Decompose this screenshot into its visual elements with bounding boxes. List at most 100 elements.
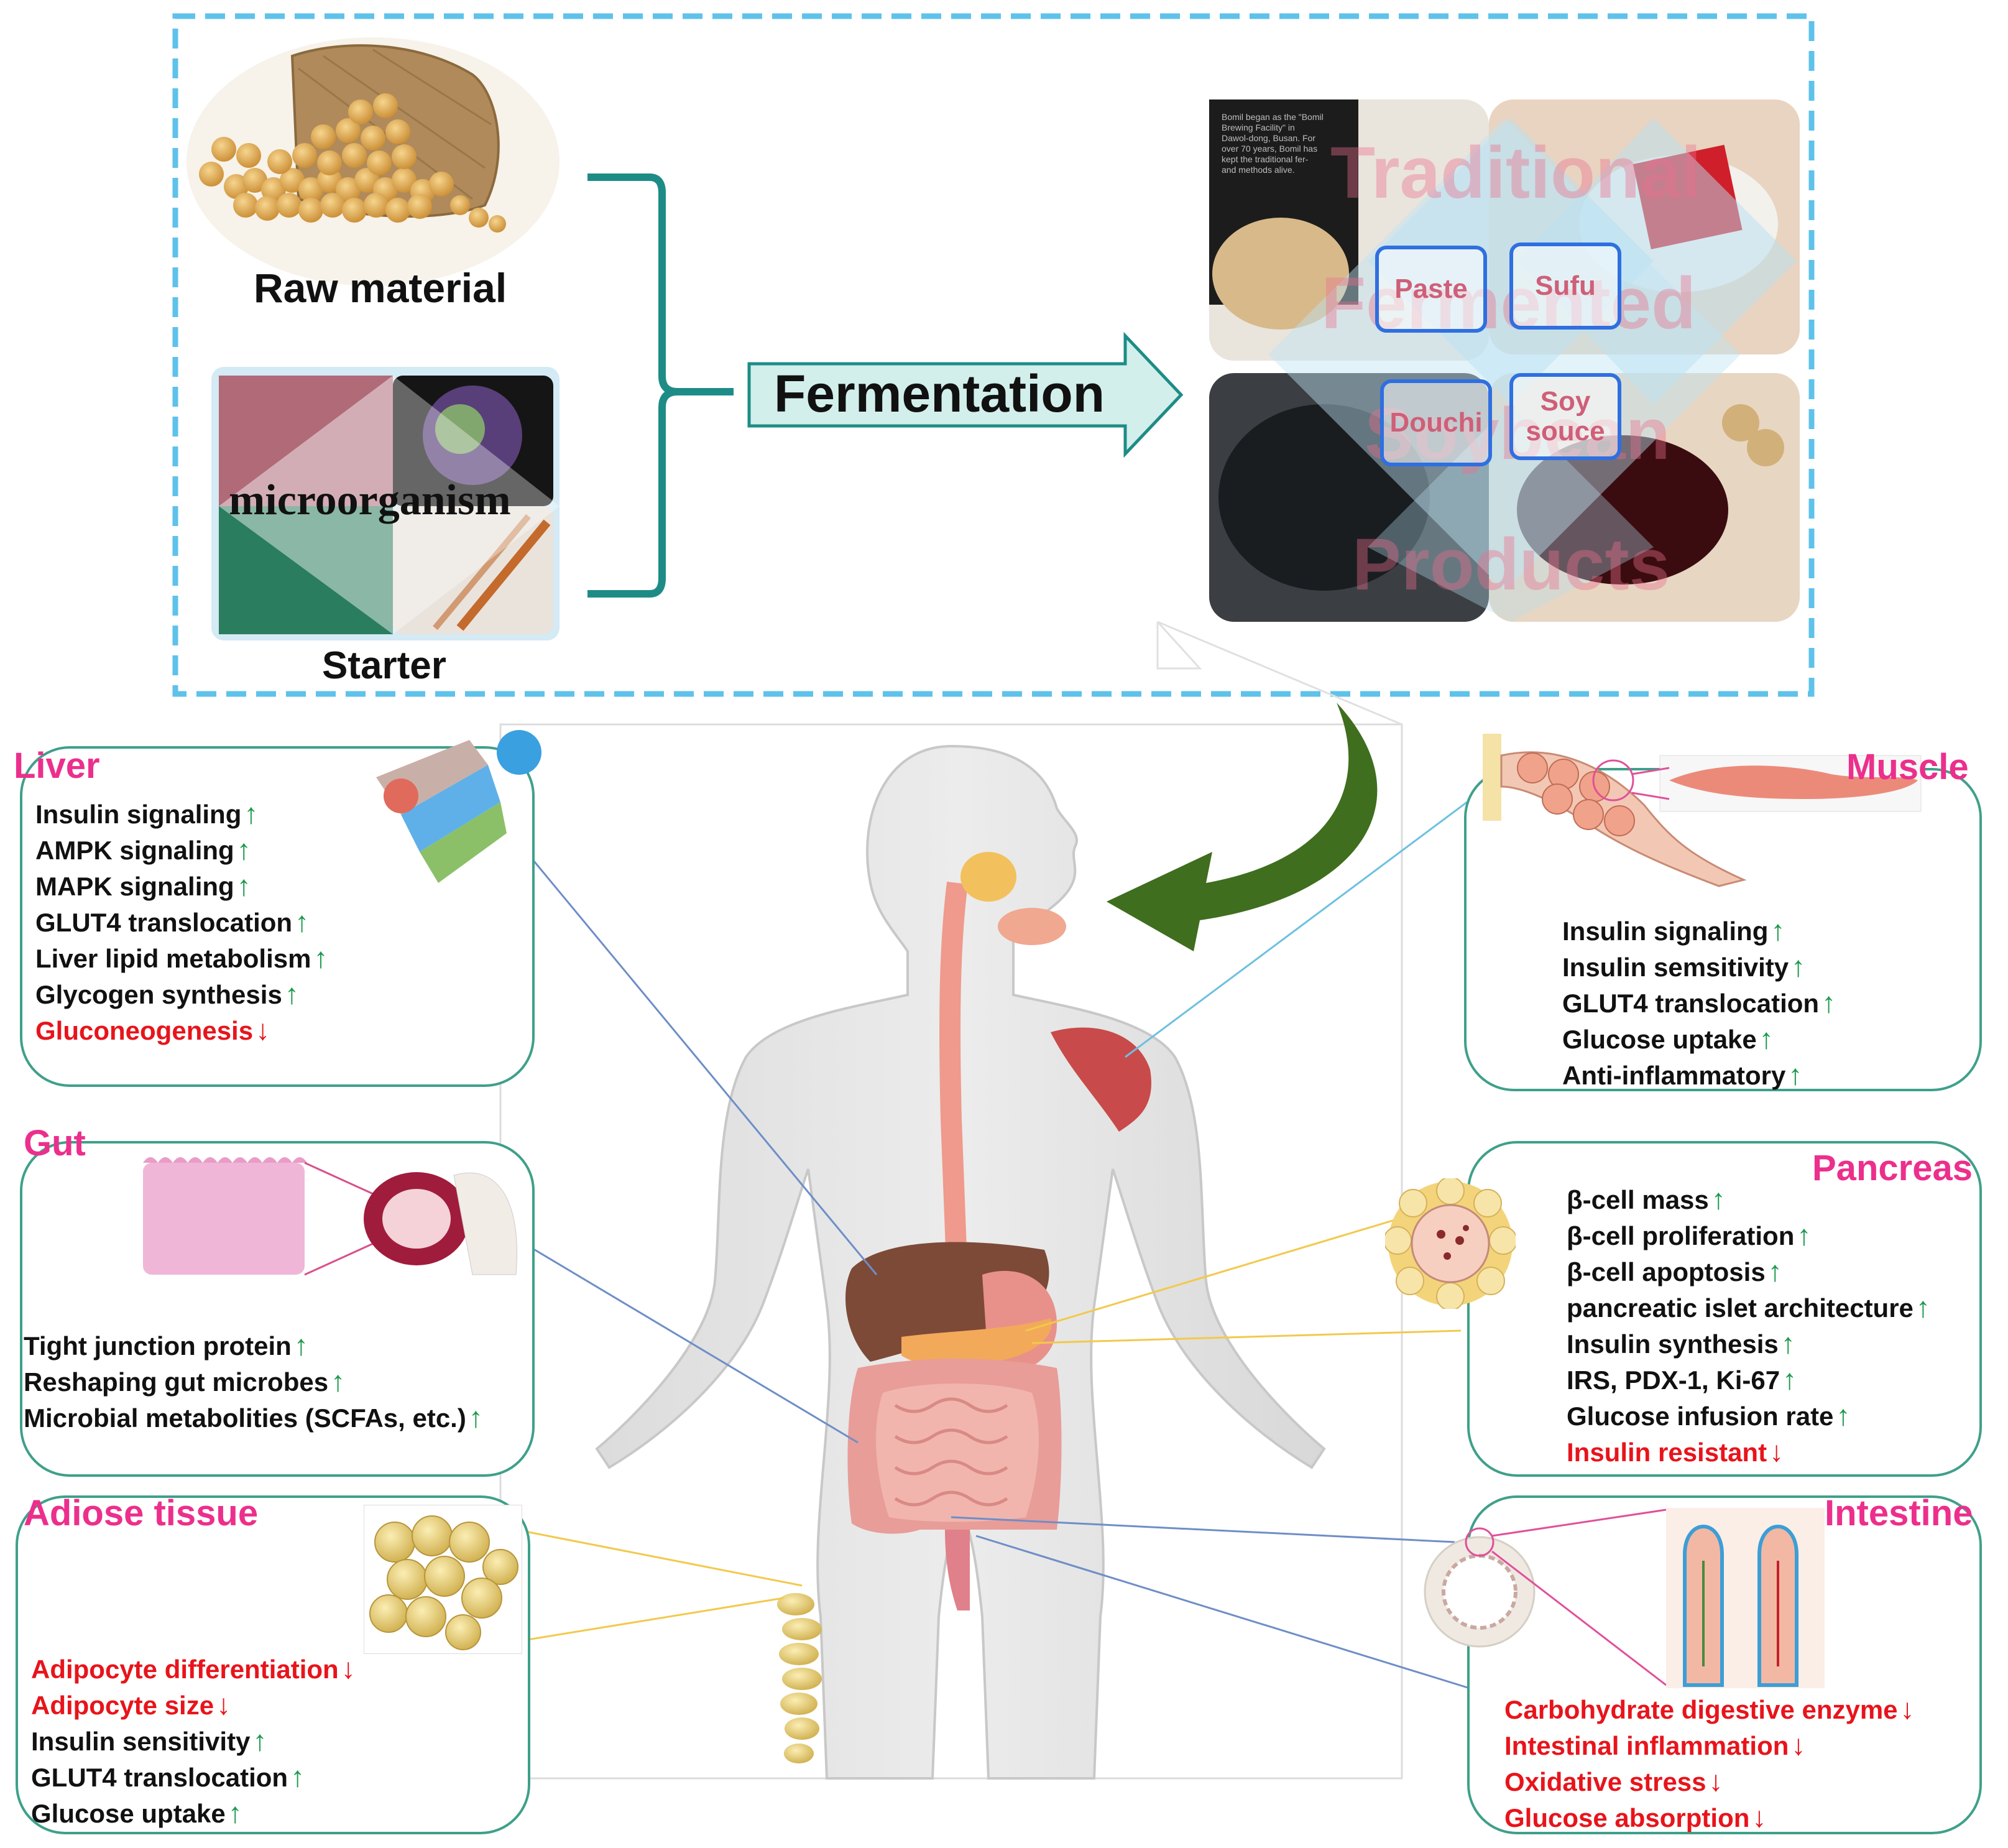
effect-item: Liver lipid metabolism↑ bbox=[35, 940, 328, 976]
down-arrow-icon: ↓ bbox=[1900, 1693, 1915, 1725]
muscle-panel bbox=[1464, 768, 1982, 1091]
down-arrow-icon: ↓ bbox=[341, 1652, 356, 1684]
product-sufu: Sufu bbox=[1509, 243, 1621, 330]
effect-text: β-cell mass bbox=[1567, 1185, 1709, 1214]
pancreas-islet-illustration bbox=[1385, 1178, 1516, 1309]
pancreas-title: Pancreas bbox=[1812, 1148, 1973, 1188]
intestine-title: Intestine bbox=[1825, 1493, 1973, 1533]
down-arrow-icon: ↓ bbox=[1791, 1729, 1806, 1761]
top-dashed-frame bbox=[172, 13, 1815, 697]
effect-item: Insulin sensitivity↑ bbox=[31, 1723, 356, 1759]
up-arrow-icon: ↑ bbox=[1771, 914, 1785, 946]
up-arrow-icon: ↑ bbox=[284, 977, 299, 1010]
effect-text: Glycogen synthesis bbox=[35, 980, 282, 1009]
effect-item: MAPK signaling↑ bbox=[35, 868, 328, 904]
effect-text: Carbohydrate digestive enzyme bbox=[1504, 1695, 1898, 1724]
up-arrow-icon: ↑ bbox=[1791, 950, 1806, 982]
effect-item: GLUT4 translocation↑ bbox=[31, 1759, 356, 1795]
effect-text: GLUT4 translocation bbox=[1562, 989, 1820, 1018]
body-muscle-shape bbox=[1051, 1027, 1151, 1132]
gut-illustration bbox=[143, 1157, 517, 1276]
effect-item: Glucose infusion rate↑ bbox=[1567, 1398, 1930, 1434]
product-douchi: Douchi bbox=[1380, 379, 1492, 466]
effect-text: Gluconeogenesis bbox=[35, 1016, 254, 1045]
effect-text: GLUT4 translocation bbox=[31, 1763, 288, 1792]
product-paste: Paste bbox=[1375, 246, 1487, 333]
bracket-shape bbox=[587, 173, 734, 598]
liver-title: Liver bbox=[14, 746, 100, 786]
watermark-traditional: Traditional bbox=[1330, 132, 1702, 214]
up-arrow-icon: ↑ bbox=[1797, 1219, 1812, 1251]
up-arrow-icon: ↑ bbox=[252, 1724, 267, 1757]
effect-text: Intestinal inflammation bbox=[1504, 1731, 1789, 1760]
effect-text: Anti-inflammatory bbox=[1562, 1061, 1786, 1090]
effect-item: Tight junction protein↑ bbox=[24, 1328, 483, 1364]
intestine-effects: Carbohydrate digestive enzyme↓ Intestina… bbox=[1504, 1691, 1915, 1836]
product-soy-sauce: Soy souce bbox=[1509, 373, 1621, 460]
muscle-effects: Insulin signaling↑ Insulin semsitivity↑ … bbox=[1562, 913, 1836, 1093]
effect-text: Microbial metabolities (SCFAs, etc.) bbox=[24, 1403, 466, 1433]
intake-arrow bbox=[1107, 703, 1378, 951]
effect-item: Glycogen synthesis↑ bbox=[35, 976, 328, 1012]
connector-lines bbox=[503, 782, 1493, 1693]
adipose-title: Adiose tissue bbox=[24, 1493, 259, 1533]
effect-item: Glucose uptake↑ bbox=[31, 1795, 356, 1831]
effect-item: Insulin synthesis↑ bbox=[1567, 1326, 1930, 1362]
muscle-illustration bbox=[1483, 734, 1922, 887]
effect-text: Oxidative stress bbox=[1504, 1767, 1706, 1796]
muscle-title: Muscle bbox=[1846, 747, 1969, 787]
intestine-illustration bbox=[1424, 1508, 1825, 1688]
effect-item: Glucose uptake↑ bbox=[1562, 1021, 1836, 1057]
effect-text: Insulin signaling bbox=[1562, 917, 1769, 946]
effect-item: Insulin resistant↓ bbox=[1567, 1434, 1930, 1470]
down-arrow-icon: ↓ bbox=[1769, 1435, 1784, 1467]
esophagus-shape bbox=[939, 881, 968, 1282]
soybean-sack-illustration bbox=[187, 37, 560, 286]
down-arrow-icon: ↓ bbox=[256, 1014, 270, 1046]
raw-material-label: Raw material bbox=[254, 265, 507, 311]
products-collage bbox=[1209, 99, 1800, 622]
effect-text: Insulin sensitivity bbox=[31, 1727, 251, 1756]
effect-item: Adipocyte size↓ bbox=[31, 1687, 356, 1723]
up-arrow-icon: ↑ bbox=[1821, 986, 1836, 1019]
microorganism-label: microorganism bbox=[229, 476, 511, 524]
body-adipose-strip bbox=[777, 1593, 822, 1763]
gut-effects: Tight junction protein↑ Reshaping gut mi… bbox=[24, 1328, 483, 1436]
effect-item: GLUT4 translocation↑ bbox=[1562, 985, 1836, 1021]
effect-text: Reshaping gut microbes bbox=[24, 1367, 329, 1397]
effect-item: Reshaping gut microbes↑ bbox=[24, 1364, 483, 1400]
effect-item: Insulin signaling↑ bbox=[35, 796, 328, 832]
effect-item: GLUT4 translocation↑ bbox=[35, 904, 328, 940]
gut-title: Gut bbox=[24, 1123, 86, 1163]
effect-item: Adipocyte differentiation↓ bbox=[31, 1651, 356, 1687]
effect-text: AMPK signaling bbox=[35, 836, 234, 865]
effect-text: IRS, PDX-1, Ki-67 bbox=[1567, 1365, 1780, 1395]
down-arrow-icon: ↓ bbox=[216, 1688, 231, 1721]
up-arrow-icon: ↑ bbox=[1836, 1399, 1851, 1431]
effect-item: Intestinal inflammation↓ bbox=[1504, 1727, 1915, 1763]
up-arrow-icon: ↑ bbox=[313, 941, 328, 974]
effect-item: Anti-inflammatory↑ bbox=[1562, 1057, 1836, 1093]
effect-item: Insulin semsitivity↑ bbox=[1562, 949, 1836, 985]
body-pancreas-shape bbox=[901, 1318, 1052, 1366]
effect-text: Adipocyte size bbox=[31, 1691, 214, 1720]
up-arrow-icon: ↑ bbox=[236, 833, 251, 866]
up-arrow-icon: ↑ bbox=[244, 797, 259, 829]
effect-text: Insulin signaling bbox=[35, 800, 242, 829]
effect-text: Glucose infusion rate bbox=[1567, 1402, 1834, 1431]
effect-item: β-cell proliferation↑ bbox=[1567, 1217, 1930, 1254]
effect-text: pancreatic islet architecture bbox=[1567, 1293, 1914, 1323]
effect-text: Liver lipid metabolism bbox=[35, 944, 311, 973]
up-arrow-icon: ↑ bbox=[1767, 1255, 1782, 1287]
effect-text: β-cell proliferation bbox=[1567, 1221, 1795, 1250]
microorganism-collage bbox=[211, 367, 560, 640]
up-arrow-icon: ↑ bbox=[293, 1329, 308, 1361]
effect-text: GLUT4 translocation bbox=[35, 908, 293, 937]
up-arrow-icon: ↑ bbox=[295, 905, 310, 938]
effect-item: Gluconeogenesis↓ bbox=[35, 1012, 328, 1048]
effect-item: AMPK signaling↑ bbox=[35, 832, 328, 868]
body-rectum-shape bbox=[945, 1530, 970, 1610]
body-small-intestine-shape bbox=[876, 1384, 1039, 1522]
starter-label: Starter bbox=[322, 644, 446, 687]
up-arrow-icon: ↑ bbox=[1780, 1327, 1795, 1359]
